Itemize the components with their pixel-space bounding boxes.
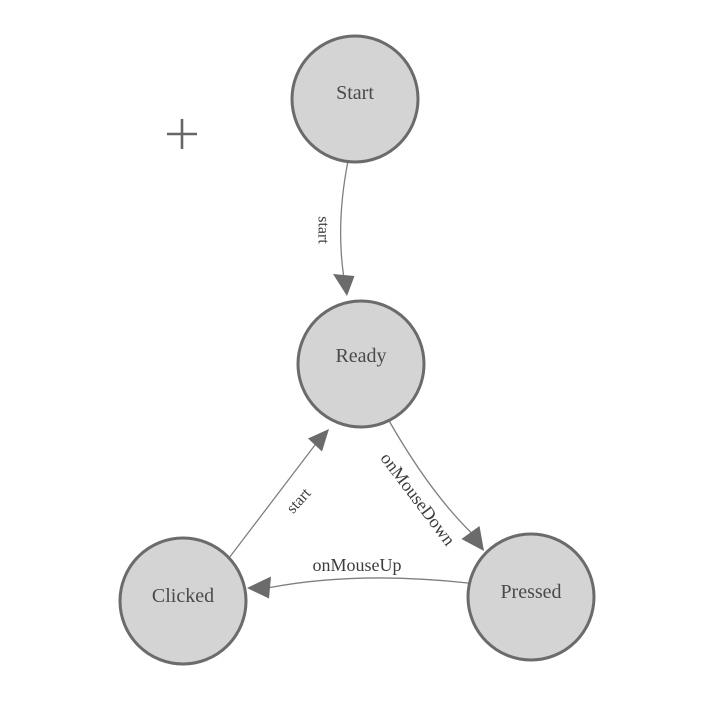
edge-pressed-to-clicked: onMouseUp <box>247 555 469 599</box>
node-ready[interactable]: Ready <box>296 299 426 429</box>
node-pressed[interactable]: Pressed <box>466 532 596 662</box>
arrowhead-icon <box>461 526 484 551</box>
node-clicked-label: Clicked <box>152 585 214 607</box>
edge-start-to-ready: start <box>315 160 355 296</box>
edge-label-onmouseup: onMouseUp <box>313 555 402 575</box>
edge-label-onmousedown: onMouseDown <box>377 449 460 550</box>
node-pressed-label: Pressed <box>500 581 561 603</box>
edge-clicked-to-ready-path[interactable] <box>228 444 316 559</box>
node-clicked-circle[interactable] <box>118 536 248 666</box>
edge-ready-to-pressed-path[interactable] <box>387 418 472 533</box>
node-start-circle[interactable] <box>290 34 420 164</box>
node-ready-circle[interactable] <box>296 299 426 429</box>
arrowhead-icon <box>333 274 355 296</box>
arrowhead-icon <box>247 576 271 599</box>
node-clicked[interactable]: Clicked <box>118 536 248 666</box>
plus-crosshair-icon <box>167 119 197 149</box>
edge-pressed-to-clicked-path[interactable] <box>269 577 469 589</box>
node-ready-label: Ready <box>335 345 386 367</box>
node-start-label: Start <box>336 82 374 104</box>
edge-start-to-ready-path[interactable] <box>339 160 349 276</box>
edge-label-start-top: start <box>315 216 332 244</box>
edge-clicked-to-ready: start <box>228 429 329 559</box>
edge-label-start-bottom: start <box>283 485 314 517</box>
edge-ready-to-pressed: onMouseDown <box>377 418 484 551</box>
node-pressed-circle[interactable] <box>466 532 596 662</box>
node-start[interactable]: Start <box>290 34 420 164</box>
arrowhead-icon <box>308 429 329 452</box>
